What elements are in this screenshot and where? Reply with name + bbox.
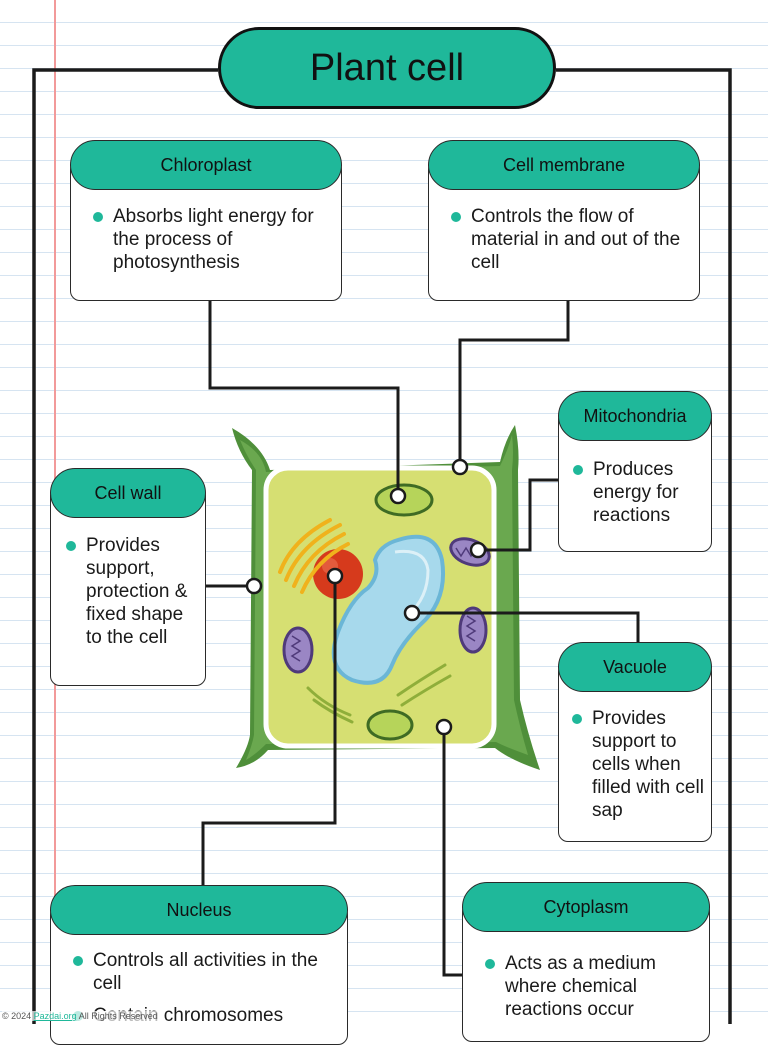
- chloroplast-pointer-dot: [389, 487, 407, 505]
- cell-membrane-connector: [458, 300, 570, 467]
- nucleus-connector: [201, 576, 337, 886]
- cell-membrane-heading: Cell membrane: [428, 140, 700, 190]
- bullet-icon: [66, 541, 76, 551]
- diagram-canvas: [32, 68, 732, 1024]
- cell-wall-description: Provides support, protection & fixed sha…: [66, 534, 198, 649]
- mitochondria-description: Produces energy for reactions: [573, 458, 705, 527]
- vacuole-heading: Vacuole: [558, 642, 712, 692]
- cytoplasm-connector: [442, 727, 464, 977]
- mitochondria-connector: [478, 478, 558, 552]
- vacuole-description: Provides support to cells when filled wi…: [572, 707, 706, 822]
- vacuole-card: [558, 662, 712, 842]
- copyright-footer: © 2024 Pazdai.org All Rights Reserved: [2, 1011, 158, 1021]
- cell-wall-card: [50, 486, 206, 686]
- nucleus-heading: Nucleus: [50, 885, 348, 935]
- bullet-icon: [73, 956, 83, 966]
- bullet-icon: [451, 212, 461, 222]
- vacuole-shape: [331, 534, 445, 685]
- bullet-icon: [93, 212, 103, 222]
- bullet-icon: [485, 959, 495, 969]
- bullet-icon: [572, 714, 582, 724]
- bullet-icon: [573, 465, 583, 475]
- cytoplasm-heading: Cytoplasm: [462, 882, 710, 932]
- mitochondria-pointer-dot: [469, 541, 487, 559]
- chloroplast-heading: Chloroplast: [70, 140, 342, 190]
- golgi-apparatus: [278, 518, 350, 594]
- endoplasmic-reticulum: [306, 663, 452, 724]
- cell-membrane-description: Controls the flow of material in and out…: [451, 205, 689, 274]
- nucleus-description-1: Controls all activities in the cell: [73, 949, 338, 995]
- chloroplast-shape: [366, 483, 434, 741]
- outer-frame-left: [32, 68, 218, 1024]
- cell-wall-pointer-dot: [245, 577, 263, 595]
- footer-site-link[interactable]: Pazdai.org: [33, 1011, 77, 1021]
- chloroplast-connector: [208, 300, 400, 496]
- cytoplasm-pointer-dot: [435, 718, 453, 736]
- cell-membrane-pointer-dot: [451, 458, 469, 476]
- cytoplasm-description: Acts as a medium where chemical reaction…: [485, 952, 703, 1021]
- chloroplast-description: Absorbs light energy for the process of …: [93, 205, 333, 274]
- outer-frame-right: [556, 68, 732, 1024]
- mitochondria-heading: Mitochondria: [558, 391, 712, 441]
- vacuole-pointer-dot: [403, 604, 421, 622]
- vacuole-connector: [412, 611, 640, 645]
- cell-wall-heading: Cell wall: [50, 468, 206, 518]
- page-title: Plant cell: [218, 27, 556, 109]
- nucleus-pointer-dot: [326, 567, 344, 585]
